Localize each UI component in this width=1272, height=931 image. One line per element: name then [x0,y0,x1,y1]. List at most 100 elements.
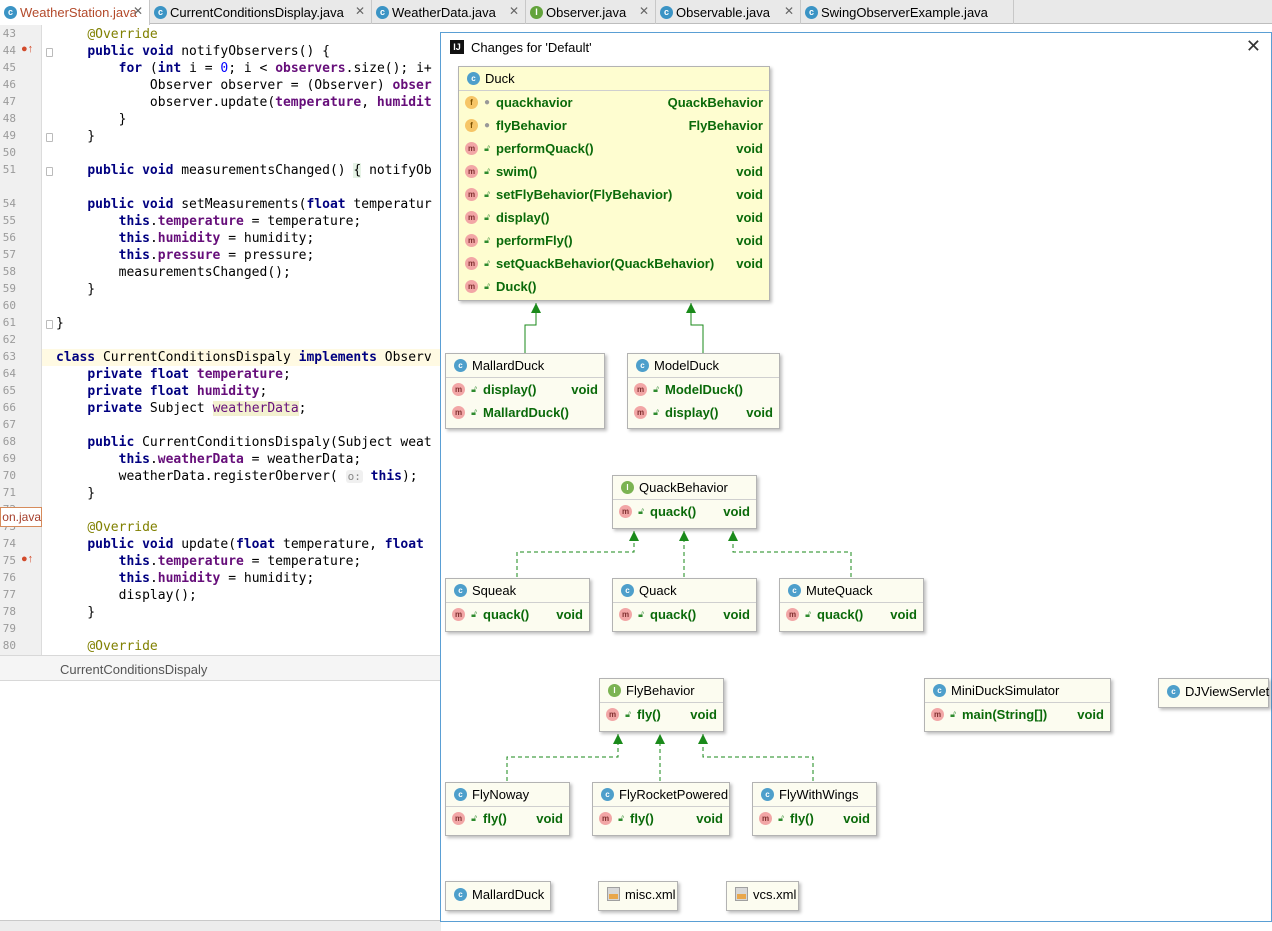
tab-label: WeatherStation.java [20,5,137,20]
line-number-gutter: 43 44 ●↑ 45 46 47 48 49 50 51 54 55 56 5… [0,25,42,655]
override-marker-icon[interactable]: ●↑ [21,43,34,55]
method-icon: m [465,142,478,155]
fold-marker-icon[interactable] [46,133,53,142]
line-number: 69 [2,452,16,465]
uml-method-row[interactable]: m🔓︎quack()void [613,603,756,626]
code-line: this.temperature = temperature; [118,554,362,569]
tab-weatherdata[interactable]: c WeatherData.java ✕ [372,0,526,24]
close-icon[interactable]: ✕ [1245,36,1261,56]
code-line: private float temperature; [87,367,291,382]
code-line: } [56,486,96,501]
interface-file-icon: I [530,5,543,19]
line-number: 78 [2,605,16,618]
uml-method-row[interactable]: m🔓︎Duck() [459,275,769,298]
uml-method-row[interactable]: m🔓︎performFly()void [459,229,769,252]
tab-weatherstation[interactable]: c WeatherStation.java ✕ [0,0,150,25]
breadcrumb-item[interactable]: CurrentConditionsDispaly [60,662,208,677]
close-tab-icon[interactable]: ✕ [783,4,794,18]
class-file-icon: c [660,5,673,19]
uml-method-row[interactable]: m🔓︎ModelDuck() [628,378,779,401]
tab-swingobserverexample[interactable]: c SwingObserverExample.java [801,0,1014,24]
member-type: QuackBehavior [667,95,763,110]
code-line: @Override [87,27,158,42]
uml-method-row[interactable]: m🔓︎display()void [446,378,604,401]
public-icon: 🔓︎ [484,166,490,176]
close-tab-icon[interactable]: ✕ [638,4,649,18]
fold-marker-icon[interactable] [46,320,53,329]
line-number: 56 [2,231,16,244]
close-tab-icon[interactable]: ✕ [354,4,365,18]
member-type: void [696,811,723,826]
uml-method-row[interactable]: m🔓︎quack()void [780,603,923,626]
dialog-title-bar[interactable]: IJ Changes for 'Default' ✕ [441,33,1271,61]
class-icon: c [761,788,774,801]
tab-observable[interactable]: c Observable.java ✕ [656,0,801,24]
line-number: 74 [2,537,16,550]
public-icon: 🔓︎ [484,189,490,199]
public-icon: 🔓︎ [805,609,811,619]
intellij-logo-icon: IJ [450,40,464,54]
uml-method-row[interactable]: m🔓︎fly()void [753,807,876,830]
override-marker-icon[interactable]: ●↑ [21,553,34,565]
uml-method-row[interactable]: m🔓︎swim()void [459,160,769,183]
class-file-icon: c [4,6,17,19]
side-file-fragment[interactable]: on.java [0,507,42,527]
fold-marker-icon[interactable] [46,48,53,57]
member-type: void [556,607,583,622]
close-tab-icon[interactable]: ✕ [132,4,143,18]
uml-method-row[interactable]: m🔓︎fly()void [593,807,729,830]
method-icon: m [599,812,612,825]
member-name: quack() [650,607,697,622]
code-editor[interactable]: 43 44 ●↑ 45 46 47 48 49 50 51 54 55 56 5… [0,25,441,655]
line-number: 55 [2,214,16,227]
uml-method-row[interactable]: m🔓︎display()void [628,401,779,424]
runnable-class-icon: c [933,684,946,697]
public-icon: 🔓︎ [484,143,490,153]
uml-method-row[interactable]: m🔓︎display()void [459,206,769,229]
uml-method-row[interactable]: m🔓︎main(String[])void [925,703,1110,726]
uml-method-row[interactable]: m🔓︎quack()void [613,500,756,523]
member-type: void [890,607,917,622]
member-type: void [736,233,763,248]
code-line: private Subject weatherData; [87,401,307,416]
uml-method-row[interactable]: m🔓︎fly()void [446,807,569,830]
xml-file-misc[interactable]: misc.xml [598,881,678,911]
xml-file-vcs[interactable]: vcs.xml [726,881,799,911]
fold-marker-icon[interactable] [46,167,53,176]
uml-method-row[interactable]: m🔓︎quack()void [446,603,589,626]
tab-observer[interactable]: I Observer.java ✕ [526,0,656,24]
uml-method-row[interactable]: m🔓︎setFlyBehavior(FlyBehavior)void [459,183,769,206]
code-line: private float humidity; [87,384,268,399]
code-line: display(); [56,588,197,603]
code-line: } [56,605,96,620]
uml-method-row[interactable]: m🔓︎fly()void [600,703,723,726]
line-number: 45 [2,61,16,74]
dialog-title: Changes for 'Default' [471,40,592,55]
tab-currentconditionsdisplay[interactable]: c CurrentConditionsDisplay.java ✕ [150,0,372,24]
breadcrumb[interactable]: CurrentConditionsDispaly [0,655,441,681]
close-tab-icon[interactable]: ✕ [508,4,519,18]
uml-method-row[interactable]: m🔓︎MallardDuck() [446,401,604,424]
uml-method-row[interactable]: m🔓︎performQuack()void [459,137,769,160]
uml-method-row[interactable]: m🔓︎setQuackBehavior(QuackBehavior)void [459,252,769,275]
class-file-icon: c [154,5,167,19]
